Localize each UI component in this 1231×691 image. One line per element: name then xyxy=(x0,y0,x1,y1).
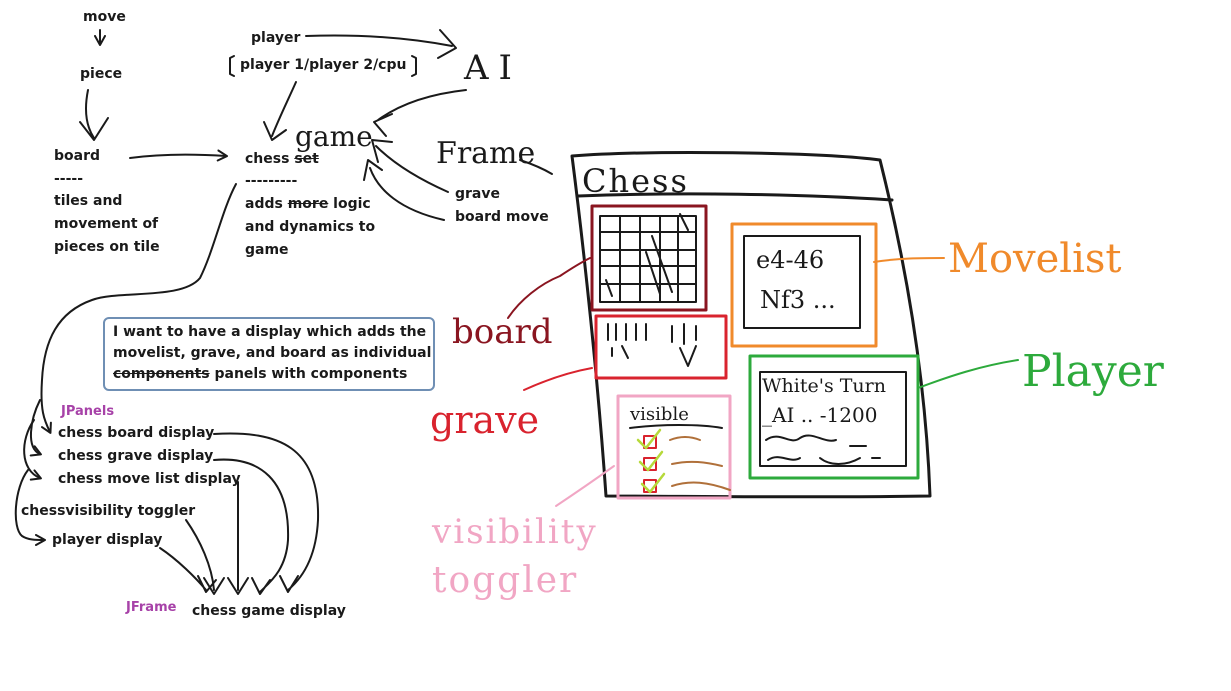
game-desc-prefix: adds xyxy=(245,196,288,212)
board-separator: ----- xyxy=(54,171,84,187)
player-options: player 1/player 2/cpu xyxy=(240,57,407,73)
jpanels-label: JPanels xyxy=(61,404,115,419)
note-line-2: movelist, grave, and board as individual xyxy=(113,345,432,361)
visibility-callout-label-1: visibility xyxy=(432,512,598,552)
arrow-board-to-game xyxy=(129,149,228,162)
game-separator: --------- xyxy=(245,173,298,189)
board-panel xyxy=(590,204,708,312)
toggle-checkmarks xyxy=(636,428,666,494)
callout-visibility xyxy=(555,465,615,507)
grave-pieces xyxy=(607,323,697,367)
panel-item-player-display: player display xyxy=(52,532,163,548)
game-label: game xyxy=(295,120,373,153)
note-struck-word: components xyxy=(113,366,210,382)
movelist-line-1: e4-46 xyxy=(756,246,824,274)
player-label: player xyxy=(251,30,301,46)
game-desc-1: adds more logic xyxy=(245,195,371,213)
panel-item-grave-display: chess grave display xyxy=(58,448,214,464)
callout-grave xyxy=(523,367,593,391)
game-desc-suffix: logic xyxy=(328,196,371,212)
arrow-player-to-game xyxy=(263,81,297,141)
jframe-label: JFrame xyxy=(126,600,177,615)
arrow-ai-to-game xyxy=(373,89,467,137)
chess-window-sketch: Chess e4-46 Nf3 ... xyxy=(570,151,932,500)
window-title-bar xyxy=(576,192,894,202)
grave-panel xyxy=(594,314,728,380)
move-label: move xyxy=(83,9,126,25)
arrow-to-grave-display xyxy=(29,399,42,457)
board-callout-label: board xyxy=(452,312,553,352)
visible-underline xyxy=(629,424,723,429)
chess-prefix: chess xyxy=(245,151,295,167)
window-outline xyxy=(570,151,932,499)
arrow-boardmove-to-game xyxy=(363,159,445,221)
game-desc-2: and dynamics to xyxy=(245,219,376,235)
frame-item-game-display: chess game display xyxy=(192,603,346,619)
line-grave-display-to-frame xyxy=(213,458,290,595)
note-line-1: I want to have a display which adds the xyxy=(113,324,427,340)
piece-label: piece xyxy=(80,66,123,82)
arrow-to-player-display xyxy=(14,469,46,546)
design-note: I want to have a display which adds the … xyxy=(103,317,435,391)
frame-underline xyxy=(519,159,553,175)
player-line: _AI .. -1200 xyxy=(762,403,877,427)
board-desc-1: tiles and xyxy=(54,193,123,209)
ai-label: AI xyxy=(464,48,522,88)
line-toggler-to-frame xyxy=(185,519,225,595)
callout-movelist xyxy=(873,257,945,263)
movelist-callout-label: Movelist xyxy=(948,236,1122,282)
chess-struck: set xyxy=(294,151,319,167)
window-title: Chess xyxy=(582,162,689,200)
note-line-3-rest: panels with components xyxy=(209,366,408,382)
line-movelist-display-to-frame xyxy=(227,481,249,595)
game-desc-struck: more xyxy=(287,196,329,212)
panel-item-board-display: chess board display xyxy=(58,425,215,441)
flow-arrows xyxy=(14,29,553,595)
board-desc-2: movement of xyxy=(54,216,159,232)
player-callout-label: Player xyxy=(1022,346,1164,397)
grave-input-label: grave xyxy=(455,186,500,202)
callout-player xyxy=(917,359,1019,389)
panel-item-movelist-display: chess move list display xyxy=(58,471,241,487)
player-scribble xyxy=(765,434,881,465)
player-bracket-left xyxy=(229,55,235,77)
player-panel-outer xyxy=(748,354,920,480)
toggle-labels xyxy=(669,436,731,491)
movelist-panel-outer xyxy=(730,222,878,348)
visible-title: visible xyxy=(629,404,689,425)
movelist-line-2: Nf3 ... xyxy=(760,286,836,314)
player-bracket-right xyxy=(411,55,417,77)
player-panel-inner xyxy=(759,371,907,467)
chess-set-label: chess set xyxy=(245,150,319,168)
panel-item-visibility-toggler: chessvisibility toggler xyxy=(21,503,196,519)
arrow-to-movelist-display xyxy=(23,419,42,481)
board-label: board xyxy=(54,148,101,164)
arrow-grave-to-game xyxy=(371,139,449,193)
board-desc-3: pieces on tile xyxy=(54,239,160,255)
callout-lines xyxy=(507,257,1019,507)
game-to-panels-line xyxy=(40,183,237,434)
board-grid xyxy=(599,213,697,303)
visibility-panel xyxy=(616,394,732,500)
note-line-3: components panels with components xyxy=(105,365,433,383)
frame-label: Frame xyxy=(436,136,536,171)
movelist-panel-inner xyxy=(743,235,861,329)
arrow-piece-to-board xyxy=(79,89,109,141)
grave-callout-label: grave xyxy=(430,398,540,442)
arrow-player-to-ai xyxy=(305,29,457,59)
line-player-display-to-frame xyxy=(159,547,217,593)
board-move-label: board move xyxy=(455,209,549,225)
line-board-display-to-frame xyxy=(213,432,320,593)
game-desc-3: game xyxy=(245,242,289,258)
callout-board xyxy=(507,257,591,319)
visibility-callout-label-2: toggler xyxy=(432,560,579,601)
player-title: White's Turn xyxy=(762,375,886,397)
